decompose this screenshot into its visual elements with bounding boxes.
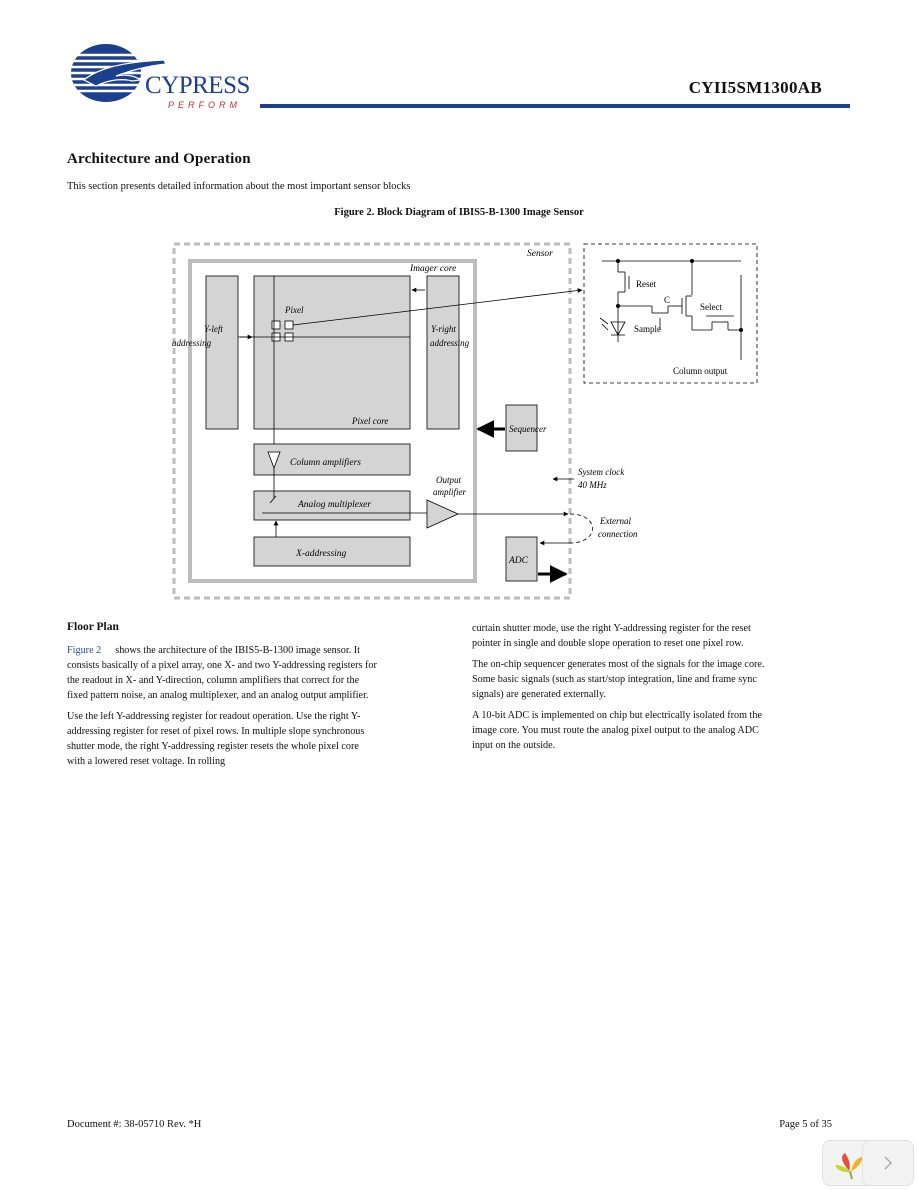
header-rule	[260, 104, 850, 108]
column-amp-triangle	[267, 451, 281, 470]
column-output-label: Column output	[673, 366, 728, 376]
pixel-schematic	[599, 260, 742, 360]
floor-plan-title: Floor Plan	[67, 621, 119, 633]
section-intro: This section presents detailed informati…	[67, 181, 411, 192]
analog-multiplexer-label: Analog multiplexer	[297, 500, 371, 510]
output-amp-label-1: Output	[436, 475, 462, 485]
footer-page-number: Page 5 of 35	[779, 1119, 832, 1130]
pixel-label: Pixel	[284, 305, 304, 315]
block-diagram: Sensor Imager core Y-left addressing Pix…	[172, 242, 758, 600]
output-amp-label-2: amplifier	[433, 487, 466, 497]
figure-caption: Figure 2. Block Diagram of IBIS5-B-1300 …	[334, 207, 584, 218]
external-connection-loop	[569, 513, 593, 544]
logo-wordmark: CYPRESS	[145, 72, 250, 99]
paragraph-1-text: shows the architecture of the IBIS5-B-13…	[67, 645, 377, 701]
footer-document-number: Document #: 38-05710 Rev. *H	[67, 1119, 202, 1130]
adc-block	[505, 536, 538, 582]
reset-label: Reset	[636, 279, 656, 289]
figure-2-link[interactable]: Figure 2	[67, 645, 102, 656]
column-amplifiers-label: Column amplifiers	[290, 457, 361, 468]
external-label-1: External	[599, 516, 631, 526]
y-left-label-1: Y-left	[204, 324, 223, 334]
pixel-core-label: Pixel core	[351, 416, 388, 426]
logo-tagline: PERFORM	[168, 100, 241, 110]
sensor-boundary	[172, 242, 572, 600]
pixel-core	[253, 275, 411, 430]
section-title: Architecture and Operation	[67, 151, 251, 167]
sample-label: Sample	[634, 324, 661, 334]
pixel-schematic-box	[583, 243, 758, 384]
globe-icon	[70, 44, 167, 102]
adc-label: ADC	[508, 556, 529, 566]
c-label: C	[664, 295, 670, 305]
paragraph-5: A 10-bit ADC is implemented on chip but …	[472, 710, 762, 751]
y-right-label-1: Y-right	[431, 324, 456, 334]
paragraph-2: Use the left Y-addressing register for r…	[67, 711, 365, 767]
analog-multiplexer-block	[253, 490, 411, 521]
column-amplifiers-block	[253, 443, 411, 476]
system-clock-label-2: 40 MHz	[578, 480, 607, 490]
imager-core-label: Imager core	[409, 264, 456, 274]
y-left-register	[205, 275, 239, 430]
y-right-register	[426, 275, 460, 430]
select-label: Select	[700, 302, 722, 312]
x-addressing-label: X-addressing	[295, 549, 347, 559]
imager-core-box	[188, 259, 477, 583]
output-amplifier	[426, 499, 459, 529]
sensor-label: Sensor	[527, 249, 553, 259]
sequencer-label: Sequencer	[509, 424, 547, 434]
system-clock-label-1: System clock	[578, 467, 625, 477]
x-addressing-block	[253, 536, 411, 567]
paragraph-4: The on-chip sequencer generates most of …	[472, 659, 765, 700]
document-part-number: CYII5SM1300AB	[688, 78, 822, 97]
chevron-right-icon	[884, 1156, 893, 1170]
y-left-label-2: addressing	[172, 338, 212, 348]
right-column: curtain shutter mode, use the right Y-ad…	[472, 621, 772, 759]
y-right-label-2: addressing	[430, 338, 470, 348]
sequencer-block	[505, 404, 538, 452]
next-page-button[interactable]	[862, 1140, 914, 1186]
paragraph-3: curtain shutter mode, use the right Y-ad…	[472, 623, 751, 649]
pinwheel-icon	[835, 1153, 863, 1180]
external-label-2: connection	[598, 529, 638, 539]
